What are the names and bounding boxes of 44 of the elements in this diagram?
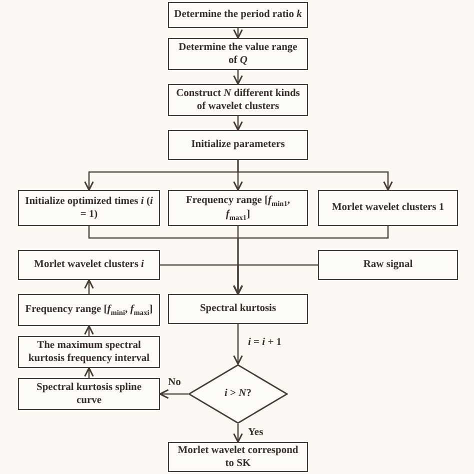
node-text: Determine the value range of Q xyxy=(178,40,298,68)
process-box xyxy=(18,294,160,326)
process-box xyxy=(168,442,308,472)
process-box xyxy=(168,294,308,324)
node-text: The maximum spectral kurtosis frequency interval xyxy=(27,338,151,366)
process-box xyxy=(18,190,160,226)
edge-label: i = i + 1 xyxy=(246,337,284,348)
edge-label: Yes xyxy=(246,427,266,438)
process-box xyxy=(318,190,458,226)
arrow xyxy=(233,424,243,443)
process-box xyxy=(18,250,160,280)
arrow xyxy=(233,264,318,295)
arrow xyxy=(84,325,94,336)
decision-diamond xyxy=(188,364,288,424)
node-text: Initialize optimized times i (i = 1) xyxy=(24,194,154,222)
arrow xyxy=(237,160,393,191)
node-text: Morlet wavelet clusters 1 xyxy=(332,201,444,215)
process-box xyxy=(318,250,458,280)
node-text: Frequency range [f$_{min1}$, f$_{max1}$] xyxy=(184,194,292,222)
node-text: Spectral kurtosis spline curve xyxy=(35,380,142,408)
node-text: Spectral kurtosis xyxy=(200,302,276,316)
node-text: Morlet wavelet correspond to SK xyxy=(176,444,300,470)
arrow xyxy=(233,324,243,365)
process-box xyxy=(18,378,160,410)
arrow xyxy=(84,367,94,378)
node-text: i > N? xyxy=(224,387,252,401)
arrow xyxy=(233,28,243,39)
node-text: Morlet wavelet clusters i xyxy=(34,258,144,272)
process-box xyxy=(18,336,160,368)
process-box xyxy=(168,84,308,116)
node-text: Determine the period ratio k xyxy=(174,8,302,22)
node-text: Frequency range [f$_{mini}$, f$_{maxi}$] xyxy=(25,302,153,318)
arrow xyxy=(233,70,243,85)
edge-label: No xyxy=(166,377,183,388)
process-box xyxy=(168,190,308,226)
process-box xyxy=(168,38,308,70)
process-box xyxy=(168,130,308,160)
node-text: Raw signal xyxy=(363,258,413,272)
arrow xyxy=(159,389,188,399)
arrow xyxy=(84,279,94,294)
arrow xyxy=(233,116,243,131)
process-box xyxy=(168,2,308,28)
node-text: Initialize parameters xyxy=(191,138,285,152)
node-text: Construct N different kinds of wavelet clusters xyxy=(175,86,301,114)
